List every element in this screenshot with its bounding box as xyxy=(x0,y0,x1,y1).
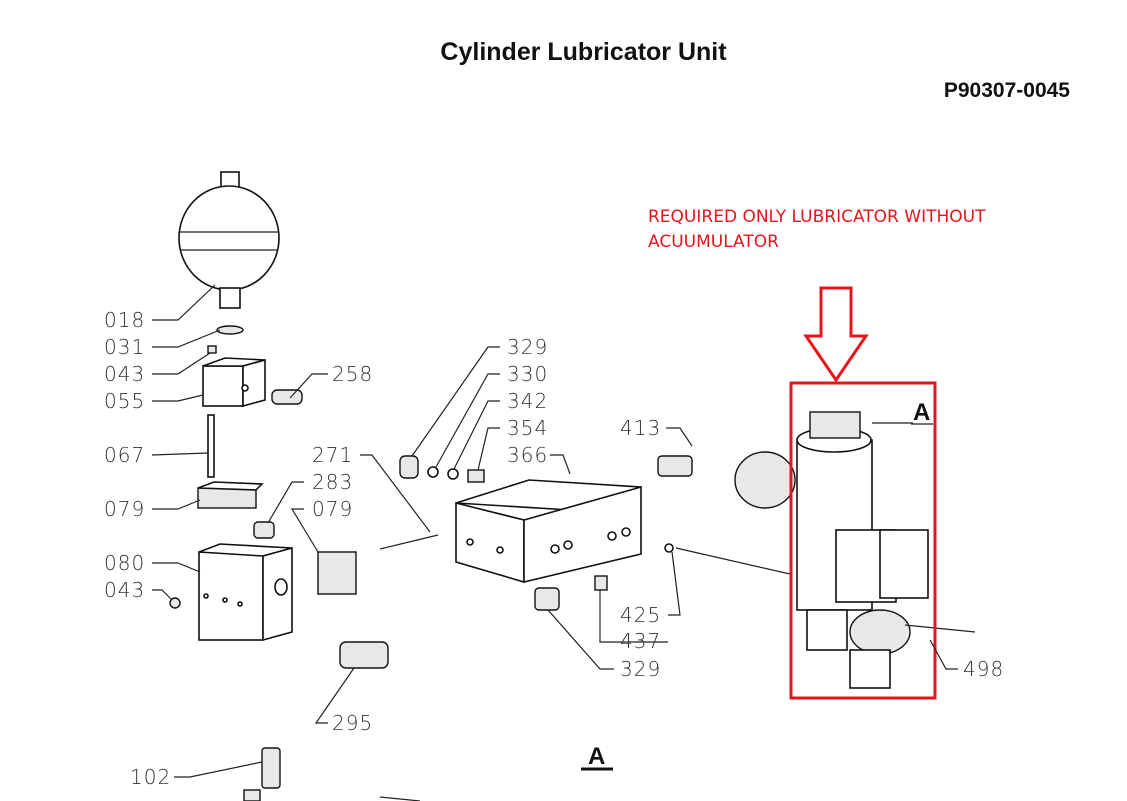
block-055 xyxy=(202,345,303,408)
part-label: 258 xyxy=(332,362,373,386)
plate-079 xyxy=(197,481,264,509)
plug-329 xyxy=(399,455,419,479)
part-label: 366 xyxy=(507,443,548,467)
part-label: 055 xyxy=(104,389,145,413)
part-label: 043 xyxy=(104,362,145,386)
part-label: 425 xyxy=(620,603,661,627)
fitting-295 xyxy=(339,641,389,669)
screw-354 xyxy=(467,469,485,483)
part-label: 342 xyxy=(507,389,548,413)
ring-330 xyxy=(427,466,439,478)
part-label: 329 xyxy=(507,335,548,359)
accumulator-part xyxy=(178,171,280,335)
part-label: 079 xyxy=(312,497,353,521)
rod-067 xyxy=(207,414,215,478)
plug-283 xyxy=(253,521,275,539)
part-label: 031 xyxy=(104,335,145,359)
page-title: Cylinder Lubricator Unit xyxy=(440,38,727,66)
oring-425 xyxy=(664,543,674,553)
pin-271 xyxy=(379,534,439,550)
part-label: 043 xyxy=(104,578,145,602)
elbow-413 xyxy=(657,455,693,477)
part-label: 354 xyxy=(507,416,548,440)
part-label: 067 xyxy=(104,443,145,467)
plug-329b xyxy=(534,587,560,611)
down-arrow-icon xyxy=(803,286,869,383)
lubricator-unit xyxy=(734,411,976,689)
detail-mark: A xyxy=(913,399,930,426)
plate-079b xyxy=(317,551,357,595)
part-label: 283 xyxy=(312,470,353,494)
view-mark: A xyxy=(588,743,605,770)
part-label: 498 xyxy=(963,657,1004,681)
part-label: 295 xyxy=(332,711,373,735)
annotation-note: REQUIRED ONLY LUBRICATOR WITHOUT ACUUMUL… xyxy=(648,207,986,252)
part-label: 413 xyxy=(620,416,661,440)
fitting-102 xyxy=(261,747,281,789)
part-label: 437 xyxy=(620,629,661,653)
document-number: P90307-0045 xyxy=(943,79,1070,102)
highlight-box xyxy=(789,381,937,700)
part-label: 329 xyxy=(620,657,661,681)
ring-342 xyxy=(447,468,459,480)
part-label: 330 xyxy=(507,362,548,386)
part-label: 271 xyxy=(312,443,353,467)
screw-437 xyxy=(594,575,608,591)
part-label: 079 xyxy=(104,497,145,521)
leader-lines xyxy=(151,284,958,778)
block-080 xyxy=(169,543,293,642)
manifold-366 xyxy=(455,479,642,584)
part-label: 080 xyxy=(104,551,145,575)
part-label: 102 xyxy=(130,765,171,789)
part-label: 018 xyxy=(104,308,145,332)
